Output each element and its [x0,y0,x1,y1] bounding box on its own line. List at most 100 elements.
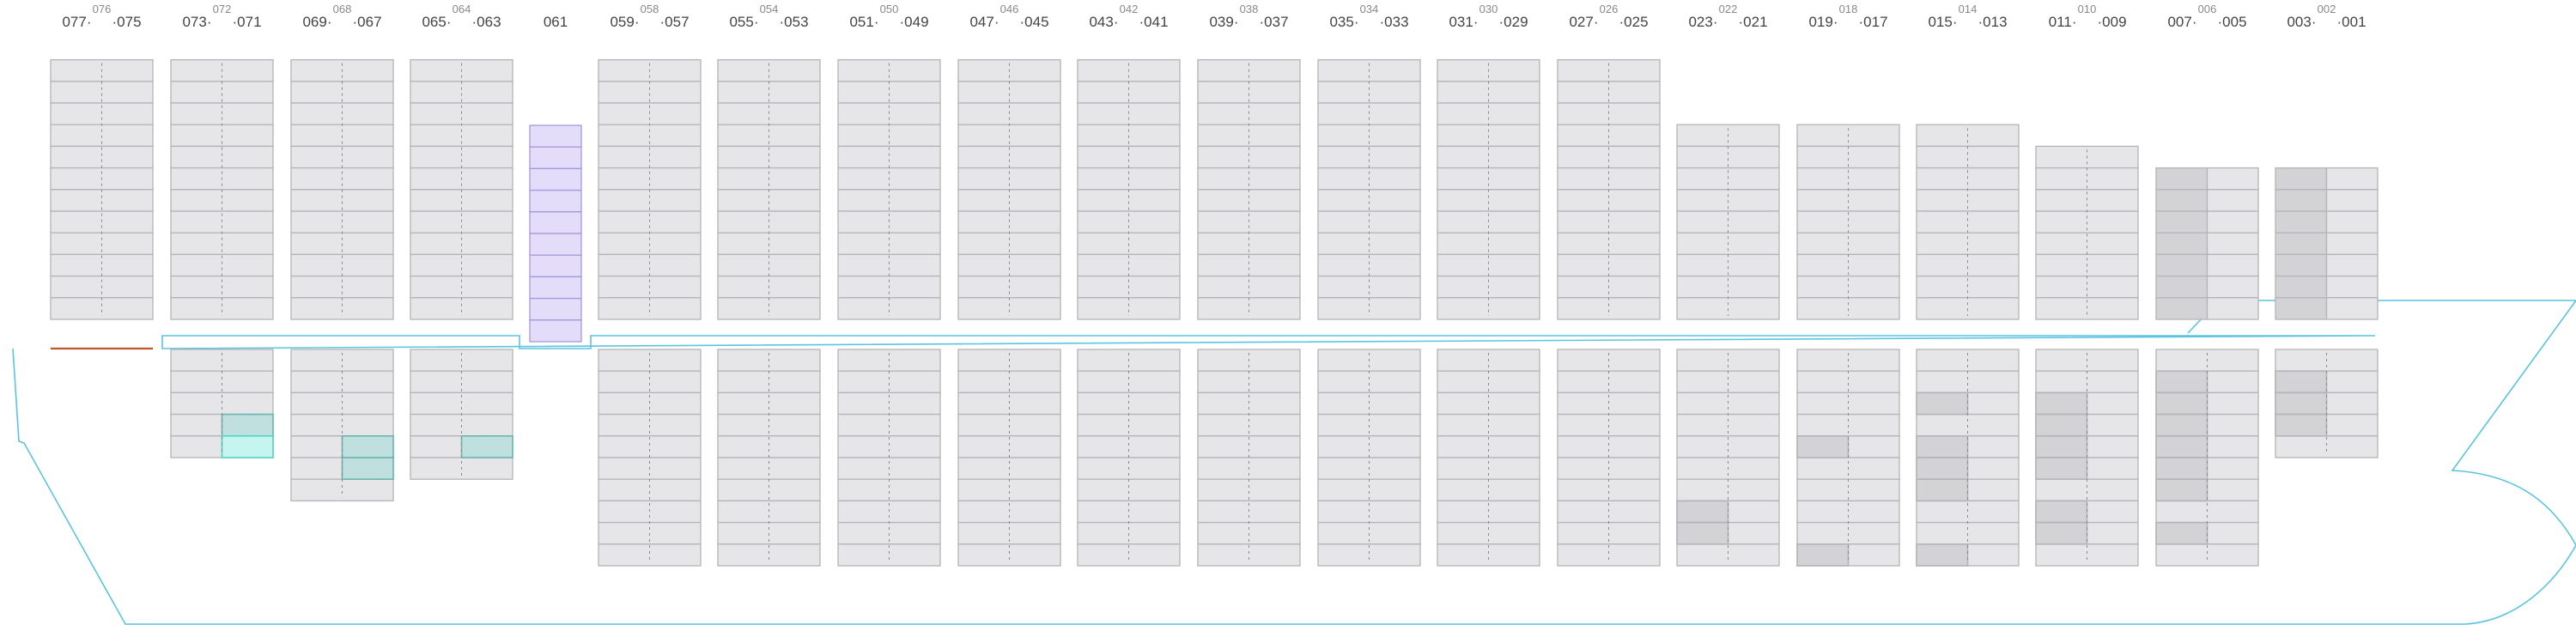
deck-slot-right [2206,167,2259,191]
deck-stack [1916,124,2020,320]
hold-stack [837,349,941,567]
hold-slot-occupied [2275,370,2328,394]
deck-stack [1676,124,1780,320]
bay-b046 [957,58,1061,567]
bay-label-even: 026 [1600,3,1619,15]
deck-slot-right [2206,210,2259,234]
bay-label-odd-right: ·033 [1380,14,1409,30]
deck-slot-right [2206,253,2259,277]
deck-slot-left [2155,167,2208,191]
hold-slot-occupied [341,434,394,458]
deck-slot [717,297,821,320]
bay-label-even: 034 [1360,3,1379,15]
hold-slot [1197,435,1301,458]
deck-stack [1077,58,1181,320]
deck-slot-right [2325,275,2379,299]
bay-label-odd-left: 043· [1089,14,1118,30]
deck-slot [598,297,702,320]
bay-label-odd-right: ·045 [1020,14,1049,30]
hold-stack [410,349,513,480]
deck-slot-right [2325,253,2379,277]
hold-stack [1796,349,1900,567]
bay-label-odd-right: ·005 [2218,14,2247,30]
hold-slot [1557,370,1661,394]
bay-label-odd-right: ·071 [233,14,262,30]
bay-b006 [2155,167,2259,567]
bay-b061 [529,124,582,343]
deck-slot-left [2155,210,2208,234]
hold-stack [598,349,702,567]
hold-slot [598,370,702,394]
bay-b054 [717,58,821,567]
bay-label-odd-right: ·067 [353,14,382,30]
hold-slot-occupied [2035,500,2088,524]
bay-label-odd-left: 051· [849,14,878,30]
deck-stack [1197,58,1301,320]
hold-stack [1676,349,1780,567]
deck-slot [170,297,274,320]
deck-slot-left [2155,275,2208,299]
bay-b076 [50,58,154,320]
bay-label-odd-right: ·049 [900,14,929,30]
hold-stack [1916,349,2020,567]
deck-stack [529,124,582,343]
bay-label-odd-left: 069· [302,14,331,30]
hold-slot-occupied [1676,521,1729,545]
hold-stack [957,349,1061,567]
hold-slot-occupied [2035,413,2088,437]
deck-stack [2155,167,2259,320]
deck-stack [410,58,513,320]
hold-stack [1077,349,1181,567]
deck-slot [1077,297,1181,320]
deck-slot-left [2275,189,2328,212]
hold-slot-occupied [1916,391,1969,416]
deck-stack [1796,124,1900,320]
bay-label-even: 038 [1240,3,1259,15]
deck-stack [1437,58,1540,320]
bay-label-odd-left: 039· [1209,14,1238,30]
bay-label-even: 050 [880,3,899,15]
bay-label-even: 054 [760,3,779,15]
deck-stack [957,58,1061,320]
bay-b014 [1916,124,2020,567]
bay-label-even: 058 [641,3,659,15]
deck-stack [717,58,821,320]
deck-slot [1557,297,1661,320]
hold-slot-occupied [1916,543,1969,567]
deck-slot-left [2155,189,2208,212]
bay-label-odd-right: ·013 [1978,14,2008,30]
bay-label-odd-right: ·001 [2337,14,2366,30]
bay-label-even: 076 [93,3,112,15]
bay-b010 [2035,145,2139,567]
bay-label-single: 061 [544,14,568,30]
hold-slot-occupied [2275,391,2328,416]
bay-label-odd-left: 015· [1928,14,1957,30]
hold-slot-occupied [2035,521,2088,545]
deck-stack [1557,58,1661,320]
deck-slot [1437,297,1540,320]
deck-slot-left [2275,232,2328,256]
hold-slot-occupied [2155,370,2208,394]
bay-label-odd-right: ·025 [1619,14,1649,30]
bay-label-even: 010 [2078,3,2097,15]
bay-label-even: 068 [333,3,352,15]
bay-label-odd-right: ·053 [780,14,809,30]
bay-label-odd-right: ·029 [1499,14,1528,30]
bay-label-odd-left: 011· [2049,14,2077,30]
bay-label-even: 006 [2198,3,2217,15]
hold-slot [1197,478,1301,502]
hold-stack [290,349,394,502]
deck-slot-left [2275,253,2328,277]
hold-slot-occupied [221,413,274,437]
bay-b064 [410,58,513,480]
bay-label-odd-left: 065· [422,14,451,30]
deck-slot [1796,167,1900,191]
hold-slot [290,478,394,502]
bay-label-even: 022 [1719,3,1738,15]
deck-slot [837,297,941,320]
bay-label-odd-left: 031· [1449,14,1478,30]
deck-slot-left [2275,275,2328,299]
hold-stack [1437,349,1540,567]
deck-slot-right [2325,210,2379,234]
